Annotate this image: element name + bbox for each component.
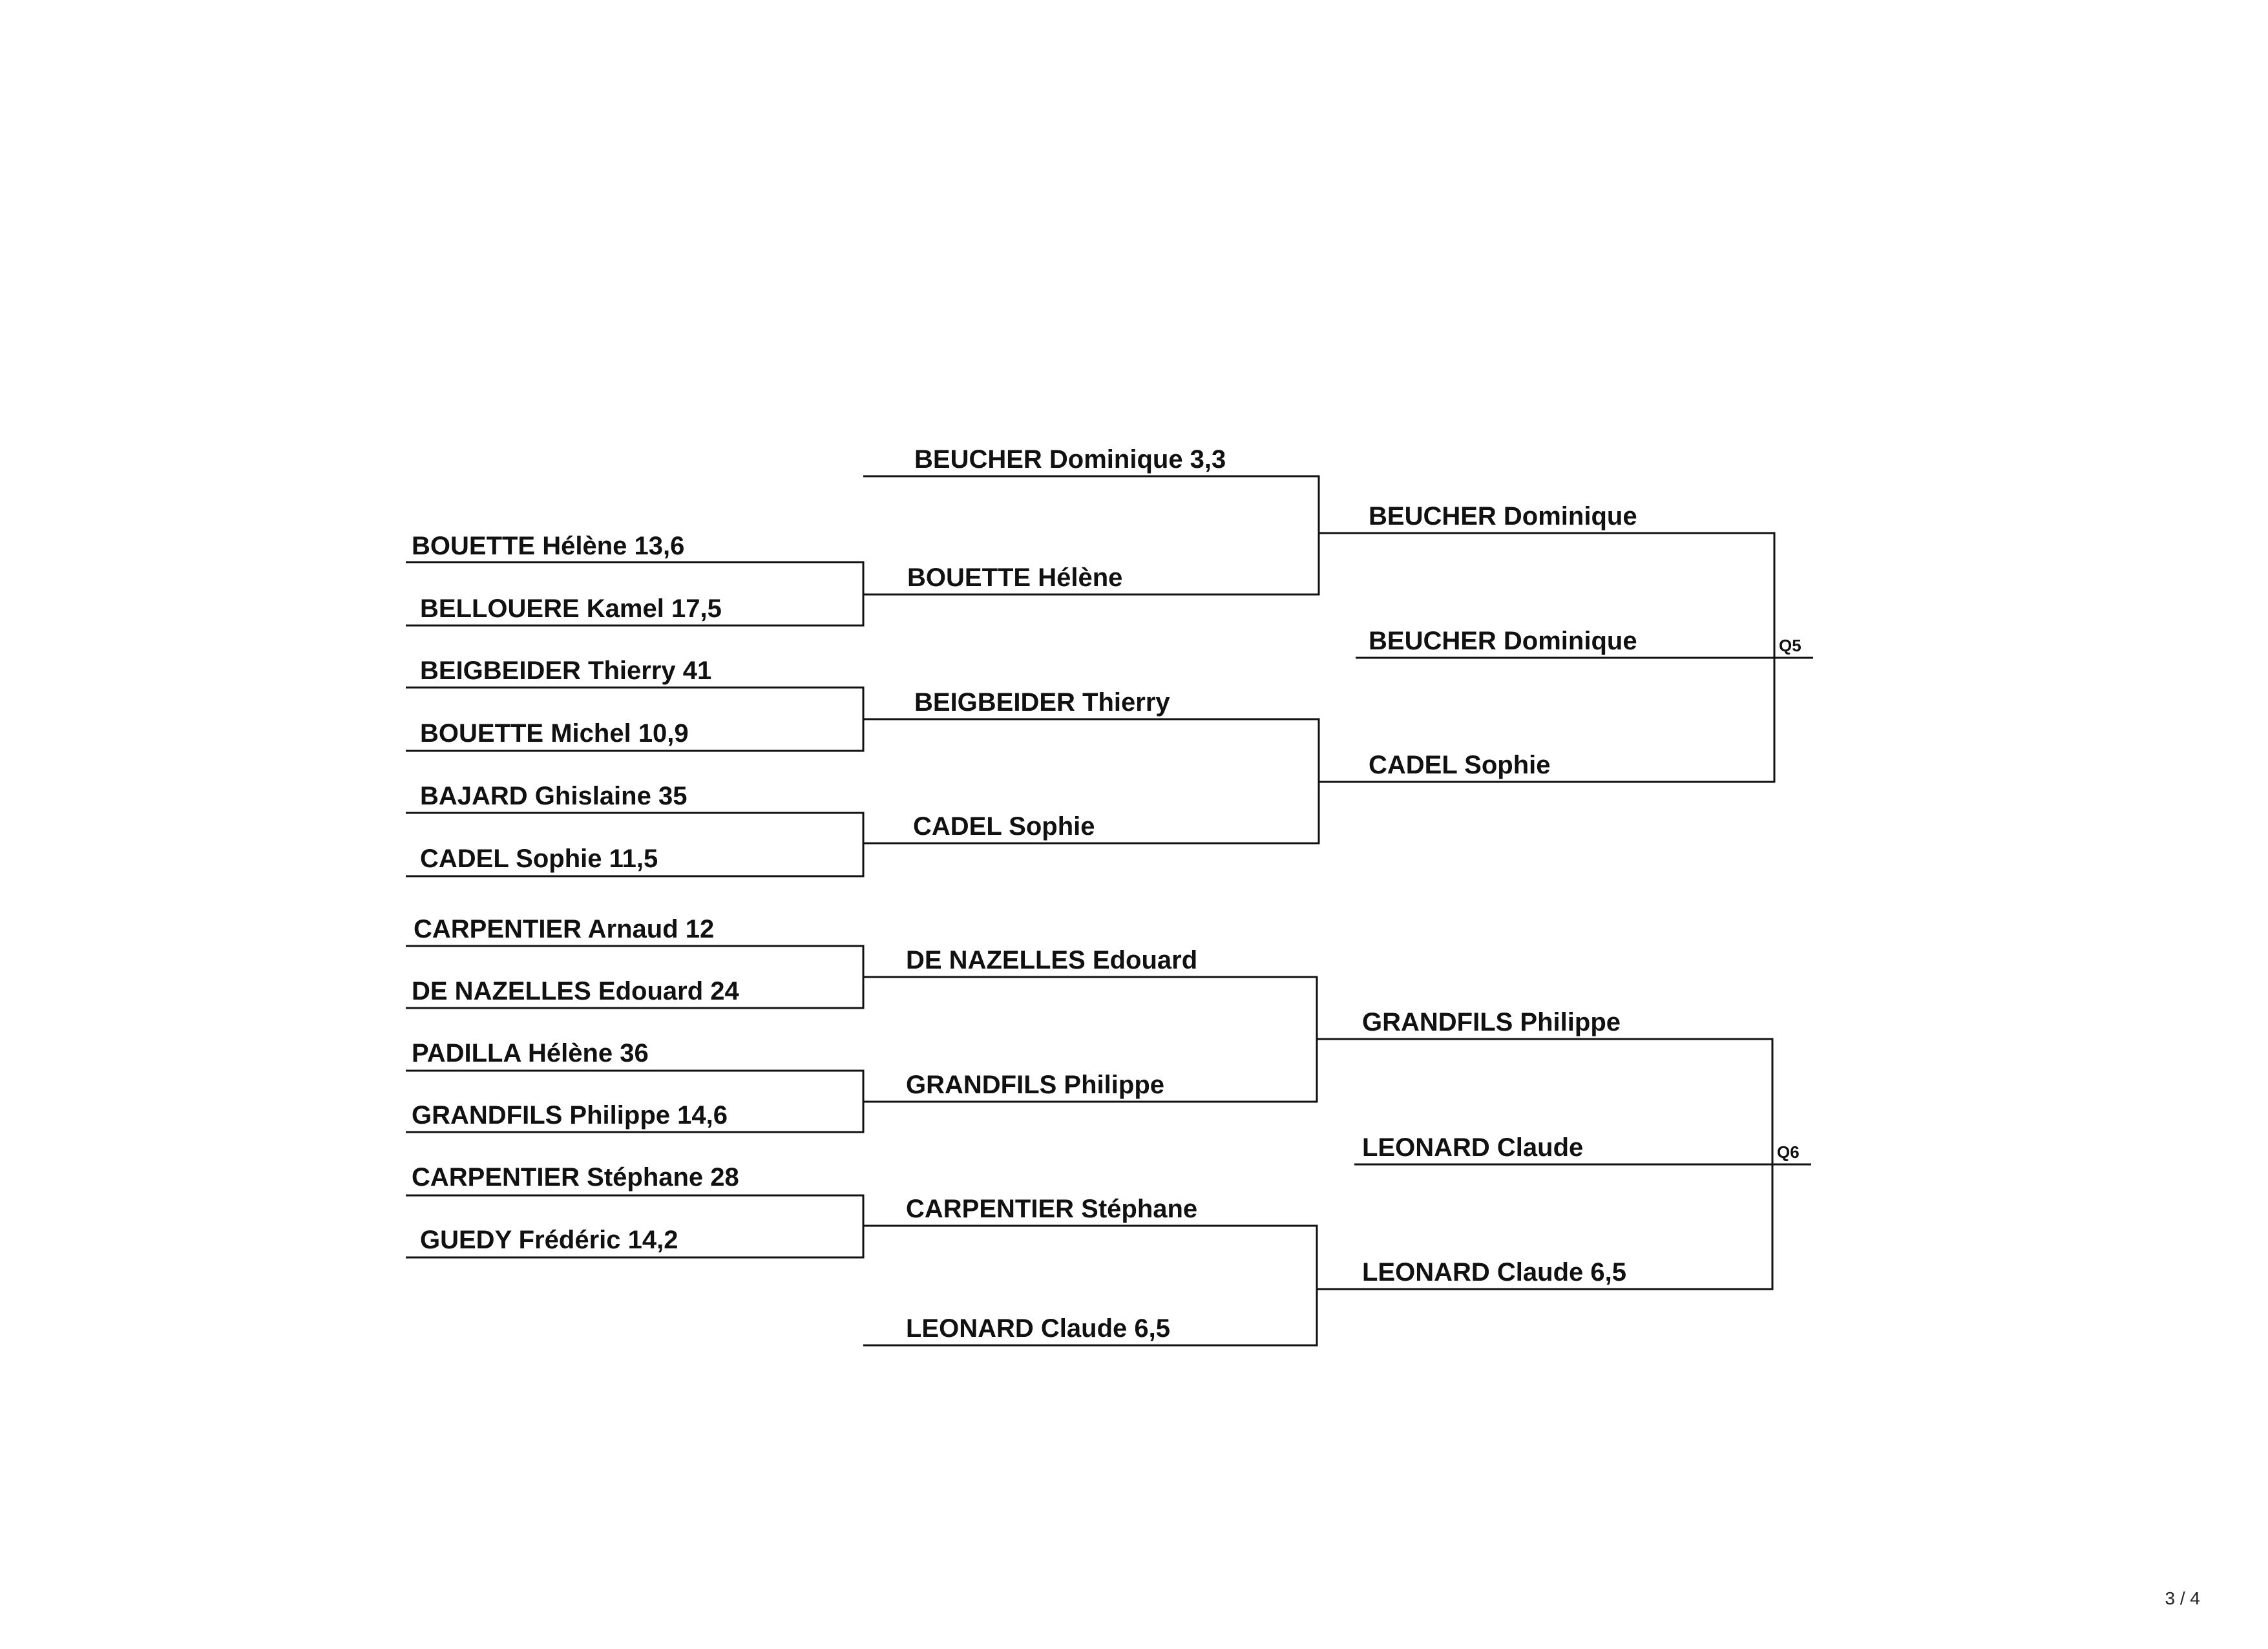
r2-connector — [863, 1224, 1318, 1347]
entrant-round3: GRANDFILS Philippe — [1362, 1008, 1621, 1036]
entrant-round2: CARPENTIER Stéphane — [906, 1195, 1198, 1223]
r1-connector — [406, 812, 865, 877]
entrant-round1: BEIGBEIDER Thierry 41 — [420, 656, 712, 685]
page-number: 3 / 4 — [2165, 1588, 2200, 1608]
entrant-round1: CADEL Sophie 11,5 — [420, 845, 658, 873]
entrant-round2: GRANDFILS Philippe — [906, 1071, 1164, 1099]
qualification-label: Q5 — [1779, 636, 1801, 655]
entrant-round2: BEUCHER Dominique 3,3 — [914, 445, 1226, 474]
entrant-round1: BOUETTE Hélène 13,6 — [412, 532, 685, 560]
entrant-round3: BEUCHER Dominique — [1369, 502, 1637, 530]
r2-connector — [863, 475, 1320, 596]
entrant-round2: CADEL Sophie — [913, 812, 1095, 841]
entrant-round1: GUEDY Frédéric 14,2 — [420, 1226, 678, 1254]
final-winner: LEONARD Claude — [1362, 1133, 1584, 1162]
qualification-label: Q6 — [1777, 1142, 1800, 1162]
final-winner: BEUCHER Dominique — [1369, 627, 1637, 655]
entrant-round1: GRANDFILS Philippe 14,6 — [412, 1101, 728, 1129]
entrant-round2: BEIGBEIDER Thierry — [914, 688, 1170, 717]
entrant-round2: LEONARD Claude 6,5 — [906, 1314, 1170, 1343]
entrant-round1: PADILLA Hélène 36 — [412, 1039, 649, 1067]
entrant-round1: CARPENTIER Stéphane 28 — [412, 1163, 739, 1192]
entrant-round1: BAJARD Ghislaine 35 — [420, 782, 688, 810]
entrant-round1: BELLOUERE Kamel 17,5 — [420, 594, 722, 623]
entrant-round2: DE NAZELLES Edouard — [906, 946, 1198, 974]
entrant-round3: CADEL Sophie — [1369, 751, 1551, 779]
entrant-round1: CARPENTIER Arnaud 12 — [414, 915, 715, 943]
entrant-round1: DE NAZELLES Edouard 24 — [412, 977, 739, 1005]
entrant-round3: LEONARD Claude 6,5 — [1362, 1258, 1626, 1287]
entrant-round2: BOUETTE Hélène — [907, 563, 1123, 592]
entrant-round1: BOUETTE Michel 10,9 — [420, 719, 689, 748]
